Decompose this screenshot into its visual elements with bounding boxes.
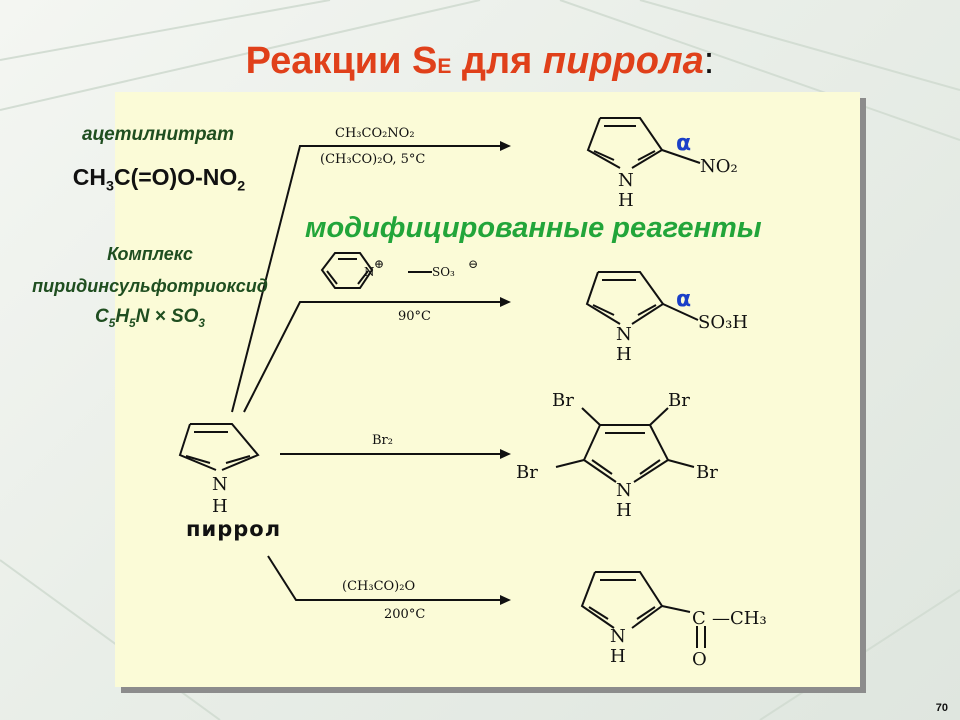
product-acetyl-ring bbox=[580, 571, 706, 648]
modified-reagents-label: модифицированные реагенты bbox=[305, 212, 762, 244]
complex-name: пиридинсульфотриоксид bbox=[32, 276, 268, 296]
product3-br-left: Br bbox=[516, 462, 538, 483]
slide-title: Реакции SE для пиррола: bbox=[245, 40, 715, 82]
product4-c: C bbox=[692, 608, 706, 629]
product-sulfonic-ring bbox=[585, 271, 699, 325]
arrow-head-1 bbox=[500, 141, 511, 151]
product2-alpha: α bbox=[676, 287, 691, 312]
product1-h: H bbox=[618, 190, 634, 211]
complex-formula: C5H5N × SO3 bbox=[95, 306, 205, 330]
product1-n: N bbox=[618, 170, 634, 191]
reaction4-reagent1: (CH₃CO)₂O bbox=[342, 579, 415, 594]
acetyl-nitrate-formula: CH3C(=O)O-NO2 bbox=[72, 164, 246, 195]
product3-n: N bbox=[616, 480, 632, 501]
product3-br-top-left: Br bbox=[552, 390, 574, 411]
reaction1-reagent1: CH₃CO₂NO₂ bbox=[335, 126, 415, 141]
product1-alpha: α bbox=[676, 131, 691, 156]
product4-o: O bbox=[692, 649, 707, 670]
pyrrole-h-label: H bbox=[212, 496, 228, 517]
pyridinium-ring bbox=[320, 252, 432, 289]
arrow-head-2 bbox=[500, 297, 511, 307]
product3-br-top-right: Br bbox=[668, 390, 690, 411]
reagent2-minus: ⊖ bbox=[468, 257, 478, 271]
reaction2-condition: 90°C bbox=[398, 309, 431, 324]
pyrrole-name: пиррол bbox=[186, 517, 281, 541]
product3-br-right: Br bbox=[696, 462, 718, 483]
product-nitropyrrole-ring bbox=[586, 117, 701, 169]
acetyl-nitrate-name: ацетилнитрат bbox=[81, 124, 235, 145]
reaction1-reagent2: (CH₃CO)₂O, 5°C bbox=[320, 152, 425, 167]
product3-h: H bbox=[616, 500, 632, 521]
reaction-arrows bbox=[231, 145, 500, 601]
scheme-panel bbox=[115, 92, 860, 687]
product2-n: N bbox=[616, 324, 632, 345]
reaction4-reagent2: 200°C bbox=[384, 607, 425, 622]
product2-substituent: SO₃H bbox=[698, 312, 748, 333]
arrow-head-3 bbox=[500, 449, 511, 459]
product4-n: N bbox=[610, 626, 626, 647]
pyrrole-n-label: N bbox=[212, 474, 228, 495]
reagent2-n: N bbox=[364, 265, 375, 279]
product4-h: H bbox=[610, 646, 626, 667]
page-number: 70 bbox=[935, 702, 948, 714]
complex-title: Комплекс bbox=[107, 244, 193, 264]
reagent2-so3: —SO₃ bbox=[420, 265, 455, 279]
reaction3-reagent: Br₂ bbox=[372, 433, 393, 448]
arrow-head-4 bbox=[500, 595, 511, 605]
reagent2-plus: ⊕ bbox=[374, 257, 384, 271]
pyrrole-start-structure bbox=[178, 423, 260, 471]
product-tetrabromo-ring bbox=[555, 407, 695, 483]
product1-substituent: NO₂ bbox=[700, 156, 738, 177]
product4-ch3: —CH₃ bbox=[712, 608, 767, 629]
product2-h: H bbox=[616, 344, 632, 365]
